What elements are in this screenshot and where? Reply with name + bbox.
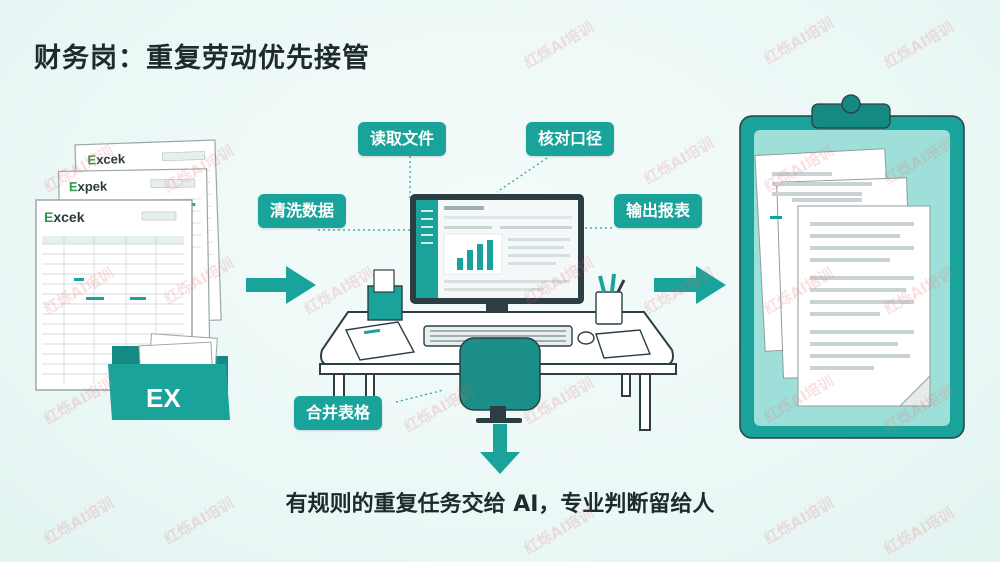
svg-text:Expek: Expek: [69, 179, 108, 195]
connector-lines: [318, 156, 612, 403]
tagline: 有规则的重复任务交给 AI，专业判断留给人: [285, 492, 715, 517]
page-title: 财务岗：重复劳动优先接管: [34, 43, 370, 74]
clipboard-report: [739, 94, 965, 439]
tag-read-file: 读取文件: [358, 122, 447, 156]
svg-text:Excek: Excek: [44, 209, 85, 225]
output-arrow: [654, 266, 726, 304]
tag-clean-data: 清洗数据: [258, 194, 347, 228]
input-arrow: [246, 266, 316, 304]
spreadsheet-stack: Excek Expek: [35, 139, 222, 391]
folder-logo: EX: [146, 383, 181, 413]
tag-merge-tables: 合并表格: [294, 396, 383, 430]
svg-text:Excek: Excek: [87, 151, 126, 167]
tag-verify-criteria: 核对口径: [526, 122, 615, 156]
down-arrow: [480, 424, 520, 474]
workstation: [319, 194, 677, 431]
excel-folder: EX: [108, 333, 230, 420]
tag-output-report: 输出报表: [614, 194, 703, 228]
